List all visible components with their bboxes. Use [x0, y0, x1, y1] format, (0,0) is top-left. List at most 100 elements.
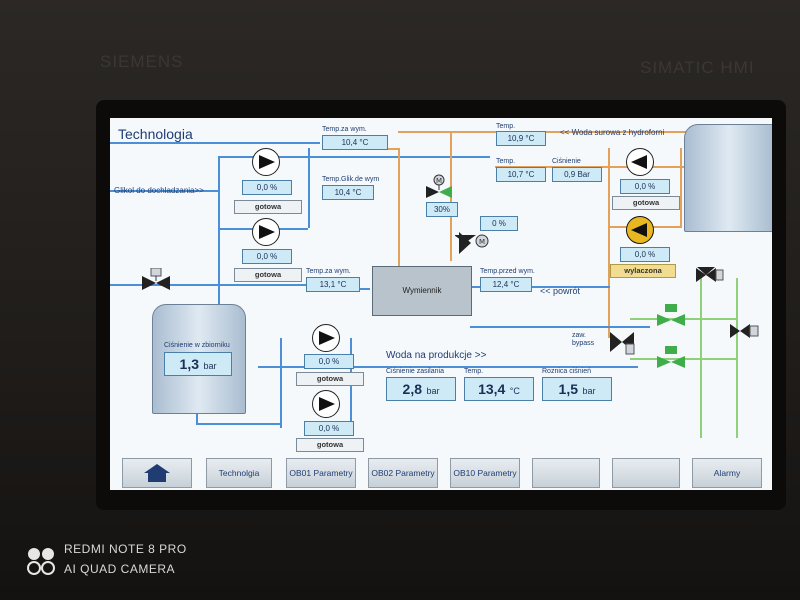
- valve-right-2[interactable]: [728, 318, 760, 349]
- tab-technologia[interactable]: Technolgia: [206, 458, 272, 488]
- valve-icon: M: [454, 232, 489, 254]
- pipe: [308, 148, 310, 228]
- camera-label-2: AI QUAD CAMERA: [64, 562, 176, 576]
- pump-2[interactable]: [252, 218, 280, 246]
- manual-valve-left[interactable]: [140, 267, 172, 299]
- svg-text:M: M: [436, 177, 442, 185]
- cisnienie-right-label: Ciśnienie: [552, 158, 581, 165]
- cisnienie-zasilania-label: Ciśnienie zasilania: [386, 368, 444, 375]
- temp-za-wym-bottom-value: 13,1 °C: [306, 277, 360, 292]
- temp-przed-wym-label: Temp.przed wym.: [480, 268, 535, 275]
- roznica-number: 1,5: [558, 381, 578, 397]
- pipe: [608, 148, 610, 258]
- temp-glik-value: 10,4 °C: [322, 185, 374, 200]
- pump-5-value: 0,0 %: [620, 179, 670, 194]
- glikol-label: Glikol do dochladzania>>: [114, 186, 204, 195]
- temp-produkcja-value: 13,4 °C: [464, 377, 534, 401]
- cisnienie-zasilania-number: 2,8: [402, 381, 422, 397]
- alarmy-button[interactable]: Alarmy: [692, 458, 762, 488]
- pipe: [280, 338, 282, 428]
- valve-icon: [657, 304, 685, 326]
- tab-ob02-parametry[interactable]: OB02 Parametry: [368, 458, 438, 488]
- pump-2-status[interactable]: gotowa: [234, 268, 302, 282]
- temp-za-wym-top-label: Temp.za wym.: [322, 126, 367, 133]
- raw-water-tank: [684, 124, 772, 232]
- heat-exchanger[interactable]: Wymiennik: [372, 266, 472, 316]
- valve-1-percent: 30%: [426, 202, 458, 217]
- temp-przed-wym-value: 12,4 °C: [480, 277, 532, 292]
- tab-ob01-parametry[interactable]: OB01 Parametry: [286, 458, 356, 488]
- pump-3-status[interactable]: gotowa: [296, 372, 364, 386]
- pipe: [196, 413, 198, 425]
- valve-icon: M: [426, 174, 452, 198]
- pipe: [398, 148, 400, 268]
- camera-label-1: REDMI NOTE 8 PRO: [64, 542, 187, 556]
- valve-green-2[interactable]: [655, 346, 687, 377]
- title-underline: [110, 142, 320, 144]
- pump-2-value: 0,0 %: [242, 249, 292, 264]
- pipe: [680, 148, 682, 228]
- motor-valve-2[interactable]: M: [454, 230, 491, 261]
- woda-surowa-label: << Woda surowa z hydroforni: [560, 128, 665, 137]
- siemens-logo: SIEMENS: [100, 52, 184, 71]
- pipe: [608, 258, 610, 338]
- cisnienie-right-value: 0,9 Bar: [552, 167, 602, 182]
- tab-ob10-parametry[interactable]: OB10 Parametry: [450, 458, 520, 488]
- pipe: [470, 326, 650, 328]
- camera-logo-icon: [26, 546, 58, 581]
- cisnienie-zasilania-value: 2,8 bar: [386, 377, 456, 401]
- pump-4-status[interactable]: gotowa: [296, 438, 364, 452]
- pump-6[interactable]: [626, 216, 654, 244]
- pipe: [258, 366, 638, 368]
- motor-valve-1[interactable]: M: [422, 174, 456, 205]
- tank-pressure-value: 1,3 bar: [164, 352, 232, 376]
- pipe: [736, 278, 738, 438]
- pump-3-value: 0,0 %: [304, 354, 354, 369]
- pipe: [470, 286, 610, 288]
- pipe: [110, 284, 360, 286]
- pump-4-value: 0,0 %: [304, 421, 354, 436]
- pump-5[interactable]: [626, 148, 654, 176]
- pump-1-status[interactable]: gotowa: [234, 200, 302, 214]
- hmi-screen: Technologia Temp.za wym. 10,4 °C Temp.Gl…: [110, 118, 772, 490]
- pump-1[interactable]: [252, 148, 280, 176]
- powrot-label: << powrót: [540, 286, 581, 296]
- home-icon: [144, 464, 170, 482]
- valve-green-1[interactable]: [655, 304, 687, 335]
- pipe: [196, 423, 282, 425]
- temp-produkcja-label: Temp.: [464, 368, 484, 375]
- pipe: [220, 156, 490, 158]
- bypass-valve[interactable]: [606, 328, 638, 363]
- temp-mid-right-value: 10,7 °C: [496, 167, 546, 182]
- valve-icon: [657, 346, 685, 368]
- valve-icon: [730, 324, 759, 338]
- tank-pressure-number: 1,3: [179, 356, 199, 372]
- simatic-hmi-label: SIMATIC HMI: [640, 58, 755, 77]
- temp-za-wym-bottom-label: Temp.za wym.: [306, 268, 351, 275]
- woda-produkcja-label: Woda na produkcje >>: [386, 350, 487, 361]
- temp-produkcja-number: 13,4: [478, 381, 506, 397]
- pump-4[interactable]: [312, 390, 340, 418]
- pipe: [110, 190, 218, 192]
- temp-top-right-value: 10,9 °C: [496, 131, 546, 146]
- temp-top-right-label: Temp.: [496, 123, 516, 130]
- nav-empty-2[interactable]: [612, 458, 680, 488]
- home-button[interactable]: [122, 458, 192, 488]
- page-title: Technologia: [118, 126, 193, 142]
- bypass-label: zaw. bypass: [572, 332, 595, 347]
- pump-5-status[interactable]: gotowa: [612, 196, 680, 210]
- pump-6-status[interactable]: wylaczona: [610, 264, 676, 278]
- valve-2-percent: 0 %: [480, 216, 518, 231]
- roznica-label: Roznica ciśnień: [542, 368, 592, 375]
- temp-za-wym-top-value: 10,4 °C: [322, 135, 388, 150]
- valve-right-1[interactable]: [694, 262, 724, 293]
- temp-glik-label: Temp.Glik.de wym: [322, 176, 380, 183]
- roznica-value: 1,5 bar: [542, 377, 612, 401]
- tank-pressure-unit: bar: [203, 361, 217, 371]
- pump-1-value: 0,0 %: [242, 180, 292, 195]
- valve-icon: [610, 332, 635, 355]
- pump-3[interactable]: [312, 324, 340, 352]
- valve-icon: [696, 267, 724, 282]
- nav-empty-1[interactable]: [532, 458, 600, 488]
- cisnienie-zasilania-unit: bar: [426, 386, 440, 396]
